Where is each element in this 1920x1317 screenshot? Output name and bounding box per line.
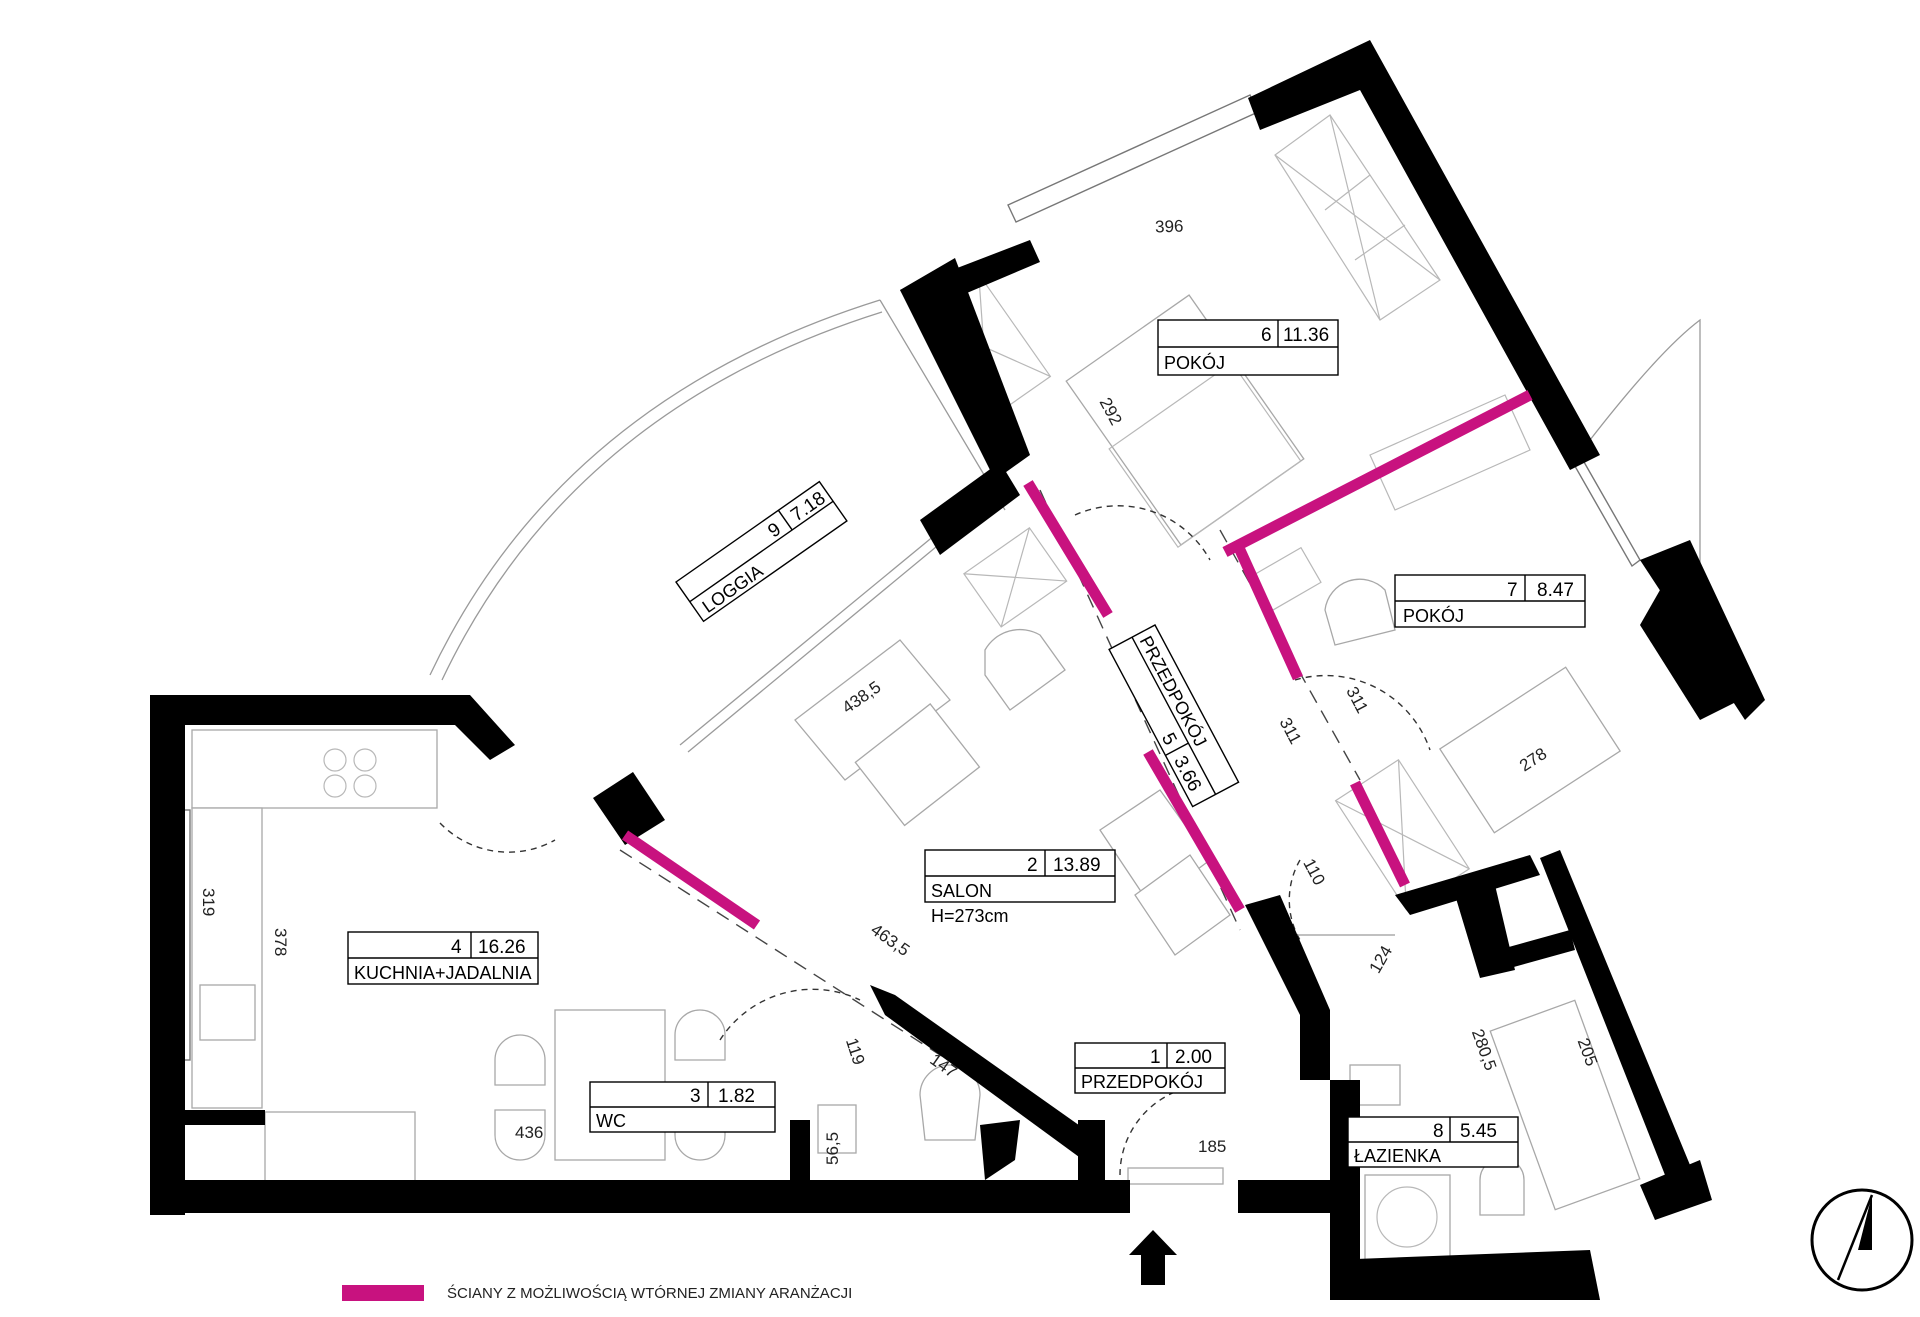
movable-wall-bedroom7-left (1234, 547, 1304, 681)
wall-bath-box2 (1480, 930, 1575, 975)
wall-right-corner (1640, 590, 1740, 720)
dim-124: 124 (1366, 942, 1397, 976)
room-label-4: 4 16.26 KUCHNIA+JADALNIA (347, 931, 539, 985)
dim-396: 396 (1155, 217, 1184, 237)
room-label-2: 2 13.89 SALON H=273cm (924, 849, 1116, 926)
movable-wall-corridor-upper (1023, 480, 1113, 618)
room-8-number: 8 (1433, 1121, 1444, 1142)
dim-185: 185 (1198, 1137, 1226, 1156)
wall-entry-right (1238, 1180, 1330, 1213)
dim-463-5: 463,5 (867, 920, 913, 960)
room-7-number: 7 (1507, 580, 1518, 601)
legend-label: ŚCIANY Z MOŻLIWOŚCIĄ WTÓRNEJ ZMIANY ARAN… (447, 1284, 852, 1302)
dim-378: 378 (271, 928, 290, 956)
room-label-8: 8 5.45 ŁAZIENKA (1347, 1116, 1519, 1168)
movable-wall-corridor-lower (1143, 749, 1245, 913)
room-2-name: SALON (931, 881, 992, 901)
room-2-height: H=273cm (931, 906, 1009, 926)
room-3-number: 3 (690, 1086, 701, 1107)
room-6-area: 11.36 (1283, 325, 1329, 346)
wall-wc-diag (870, 985, 1100, 1165)
movable-wall-bedroom-divider (1222, 390, 1533, 557)
room-2-area: 13.89 (1053, 855, 1101, 876)
room-1-number: 1 (1150, 1047, 1161, 1068)
dim-56-5: 56,5 (823, 1132, 842, 1165)
room-label-9: 9 7.18 LOGGIA (675, 480, 848, 623)
wall-bedroom6-left (900, 258, 1030, 480)
room-label-1: 1 2.00 PRZEDPOKÓJ (1074, 1042, 1226, 1094)
movable-wall-bedroom7-lower (1350, 780, 1410, 888)
room-4-area: 16.26 (478, 937, 526, 958)
room-6-number: 6 (1261, 325, 1272, 346)
room-3-area: 1.82 (718, 1086, 755, 1107)
dim-311-a: 311 (1342, 683, 1372, 716)
room-8-name: ŁAZIENKA (1354, 1146, 1441, 1166)
wall-bedroom6-top (900, 240, 1040, 315)
room-3-name: WC (596, 1111, 626, 1131)
room-1-name: PRZEDPOKÓJ (1081, 1071, 1203, 1092)
north-arrow-icon (1810, 1188, 1914, 1292)
room-2-number: 2 (1027, 855, 1038, 876)
room-4-number: 4 (451, 937, 462, 958)
dim-311-b: 311 (1276, 714, 1306, 747)
wall-top-right (1248, 40, 1600, 470)
room-7-area: 8.47 (1537, 580, 1574, 601)
wall-bath-top (1395, 855, 1540, 915)
wall-right-lower (1640, 540, 1765, 720)
wall-bath-corner (1640, 1160, 1712, 1220)
room-1-area: 2.00 (1175, 1047, 1212, 1068)
bearing-walls (150, 40, 1765, 1300)
wall-bath-left (1330, 1080, 1360, 1300)
dim-319: 319 (199, 888, 218, 916)
wall-kitchen-niche (185, 1110, 265, 1125)
wall-bath-bottom (1330, 1250, 1600, 1300)
wall-bottom (150, 1180, 1130, 1213)
dim-119: 119 (842, 1036, 868, 1068)
entrance-arrow (1129, 1230, 1177, 1285)
dim-110: 110 (1299, 855, 1329, 888)
room-label-6: 6 11.36 POKÓJ (1157, 319, 1339, 376)
movable-wall-salon (621, 830, 761, 930)
wall-corridor-right (1245, 895, 1330, 1080)
wall-kitchen-top (150, 695, 515, 760)
room-label-5: PRZEDPOKÓJ 5 3.66 (1108, 624, 1240, 808)
wall-left (150, 695, 185, 1215)
wall-wc-angle (980, 1120, 1020, 1180)
wall-bath-right (1540, 850, 1690, 1175)
wall-wc-inner (790, 1120, 810, 1183)
room-label-3: 3 1.82 WC (589, 1081, 776, 1133)
movable-walls (621, 390, 1533, 930)
dim-436: 436 (515, 1123, 543, 1142)
room-8-area: 5.45 (1460, 1121, 1497, 1142)
room-label-7: 7 8.47 POKÓJ (1394, 574, 1586, 628)
room-6-name: POKÓJ (1164, 352, 1225, 373)
room-4-name: KUCHNIA+JADALNIA (354, 963, 532, 983)
legend: ŚCIANY Z MOŻLIWOŚCIĄ WTÓRNEJ ZMIANY ARAN… (342, 1284, 852, 1302)
room-7-name: POKÓJ (1403, 605, 1464, 626)
wall-wc-v (1078, 1120, 1105, 1210)
wall-loggia-salon-a (593, 772, 665, 845)
legend-swatch (342, 1285, 424, 1301)
wall-loggia-salon-b (920, 462, 1020, 555)
